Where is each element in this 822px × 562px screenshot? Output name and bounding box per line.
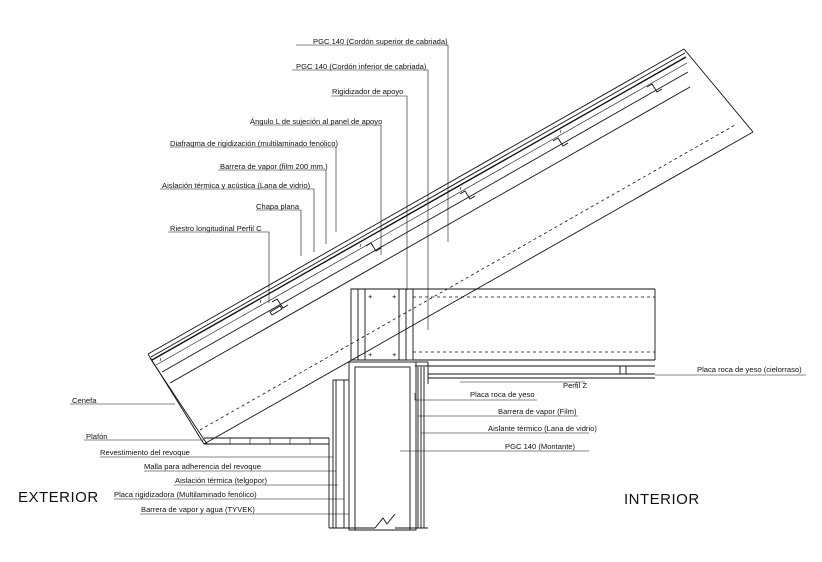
label-chapa-plana: Chapa plana xyxy=(256,202,300,211)
leader-lines xyxy=(70,44,806,515)
label-placa-cielorraso: Placa roca de yeso (cielorraso) xyxy=(697,365,802,374)
label-revestimiento: Revestimiento del revoque xyxy=(100,448,190,457)
label-exterior: EXTERIOR xyxy=(18,489,99,506)
roof-slope xyxy=(147,48,754,445)
label-angulo-l: Ángulo L de sujeción al panel de apoyo xyxy=(250,117,382,126)
labels: PGC 140 (Cordón superior de cabriada) PG… xyxy=(18,37,802,514)
label-aislacion-telgopor: Aislación térmica (telgopor) xyxy=(175,476,267,485)
label-perfil-z: Perfil Z xyxy=(563,381,587,390)
label-barrera-tyvek: Barrera de vapor y agua (TYVEK) xyxy=(141,505,255,514)
label-aislante-termico: Aislante térmico (Lana de vidrio) xyxy=(488,424,597,433)
label-malla: Malla para adherencia del revoque xyxy=(144,462,261,471)
wall-section xyxy=(329,361,429,531)
svg-text:+: + xyxy=(392,350,397,359)
label-aislacion-termica: Aislación térmica y acústica (Lana de vi… xyxy=(162,181,311,190)
label-plafon: Plafón xyxy=(86,432,108,441)
label-placa-rigidizadora: Placa rigidizadora (Multilaminado fenóli… xyxy=(114,490,257,499)
label-diafragma: Diafragma de rigidización (multilaminado… xyxy=(170,139,338,148)
label-cenefa: Cenefa xyxy=(72,396,97,405)
svg-text:+: + xyxy=(368,350,373,359)
label-rigidizador: Rigidizador de apoyo xyxy=(332,87,403,96)
label-pgc-montante: PGC 140 (Montante) xyxy=(505,442,576,451)
svg-text:+: + xyxy=(392,292,397,301)
label-interior: INTERIOR xyxy=(624,491,700,508)
bearing-stiffener: + + + + xyxy=(350,288,414,361)
label-placa-yeso: Placa roca de yeso xyxy=(470,390,535,399)
soffit xyxy=(204,437,330,528)
label-pgc-inferior: PGC 140 (Cordón inferior de cabriada) xyxy=(296,62,427,71)
purlin-profiles xyxy=(269,83,663,316)
ceiling-joist xyxy=(351,288,656,379)
label-pgc-superior: PGC 140 (Cordón superior de cabriada) xyxy=(313,37,448,46)
label-barrera-film: Barrera de vapor (Film) xyxy=(498,407,577,416)
label-barrera-vapor-film: Barrera de vapor (film 200 mm.) xyxy=(220,162,328,171)
label-riestro: Riestro longitudinal Perfil C xyxy=(170,224,262,233)
svg-text:+: + xyxy=(368,292,373,301)
